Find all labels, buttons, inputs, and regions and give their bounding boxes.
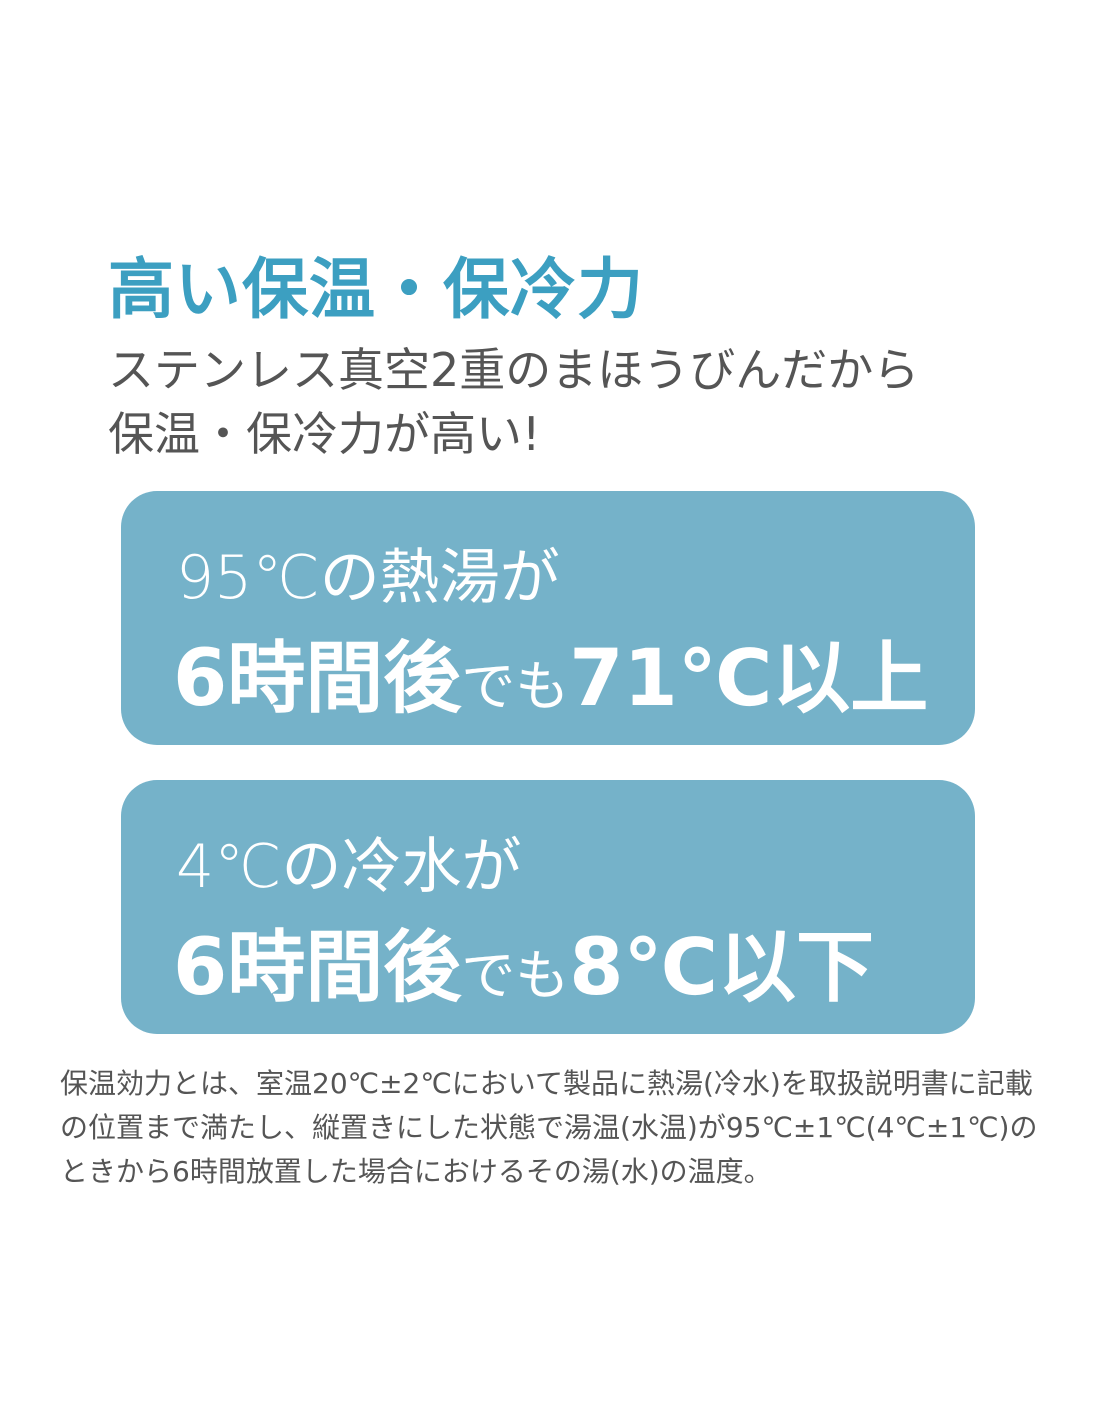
hot-condition: 95℃の熱湯が (176, 543, 560, 613)
cold-condition: 4℃の冷水が (176, 832, 522, 902)
footnote: 保温効力とは、室温20℃±2℃において製品に熱湯(冷水)を取扱説明書に記載の位置… (60, 1067, 1038, 1188)
page-title: 高い保温・保冷力 (108, 251, 644, 328)
cold-result-value: 8℃以下 (569, 923, 875, 1013)
hot-result-value: 71℃以上 (569, 634, 929, 724)
hot-result: 6時間後でも71℃以上 (173, 616, 928, 728)
subtitle-line-2: 保温・保冷力が高い! (108, 407, 541, 461)
cold-time: 6時間後 (173, 923, 462, 1013)
hot-time: 6時間後 (173, 634, 462, 724)
cold-retention-panel: 4℃の冷水が 6時間後でも8℃以下 (121, 780, 975, 1034)
hot-retention-panel: 95℃の熱湯が 6時間後でも71℃以上 (121, 491, 975, 745)
cold-mid: でも (461, 944, 570, 1007)
hot-mid: でも (461, 655, 570, 718)
subtitle: ステンレス真空2重のまほうびんだから 保温・保冷力が高い! (108, 338, 919, 466)
cold-result: 6時間後でも8℃以下 (173, 905, 874, 1017)
subtitle-line-1: ステンレス真空2重のまほうびんだから (108, 343, 920, 397)
